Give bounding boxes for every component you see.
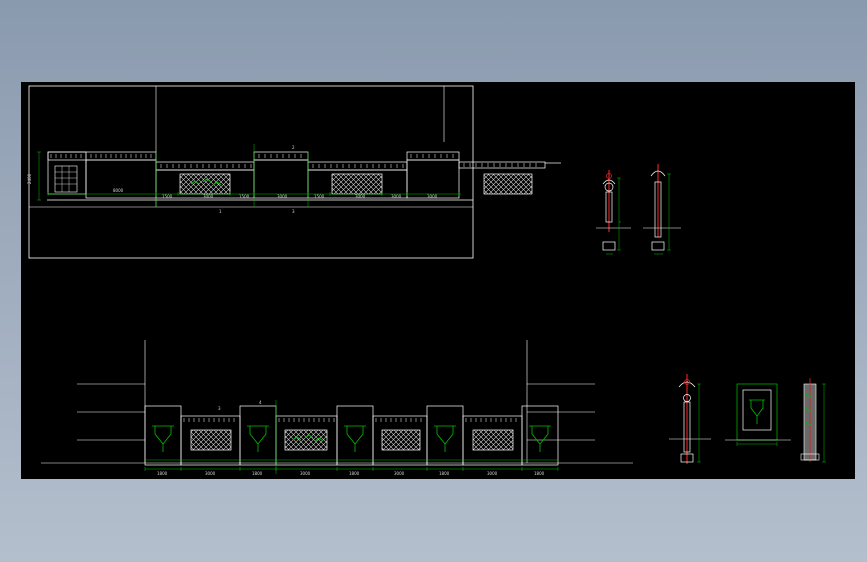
axis-mark: 1 — [219, 209, 222, 214]
dim-label: 3000 — [205, 471, 216, 476]
pier-detail — [725, 383, 791, 446]
dim-label: 2400 — [27, 173, 32, 184]
top-lattice-panels — [179, 173, 533, 195]
dim-label: 3000 — [355, 194, 366, 199]
top-frame — [28, 85, 474, 259]
top-crest-ticks — [50, 154, 537, 168]
dim-label: 3000 — [427, 194, 438, 199]
lamp-post-b — [643, 164, 681, 255]
dim-label: 3000 — [203, 194, 214, 199]
axis-mark: 2 — [292, 145, 295, 150]
drawing-canvas[interactable]: 8000 1500 3000 1500 3000 1500 3000 3000 … — [21, 82, 855, 479]
lamp-post-a — [596, 170, 631, 255]
dim-label: 3000 — [487, 471, 498, 476]
dim-label: 1800 — [439, 471, 450, 476]
dim-label: 1800 — [349, 471, 360, 476]
lamp-post-c — [669, 374, 711, 464]
top-gate-block — [47, 151, 87, 195]
dim-label: 3000 — [394, 471, 405, 476]
bottom-dimension-labels: 1800 3000 1800 3000 1800 3000 1800 3000 … — [157, 400, 545, 476]
dim-label: 3000 — [391, 194, 402, 199]
bottom-crest-ticks — [183, 418, 517, 422]
dim-label: 3000 — [277, 194, 288, 199]
dim-label: 1800 — [534, 471, 545, 476]
dim-label: 3000 — [300, 471, 311, 476]
top-dimensions — [37, 144, 461, 207]
dim-label: 8000 — [113, 188, 124, 193]
dim-label: 1500 — [162, 194, 173, 199]
bottom-lattice-panels — [190, 429, 514, 451]
dim-label: 1500 — [239, 194, 250, 199]
dim-label: 1800 — [157, 471, 168, 476]
axis-mark: 3 — [292, 209, 295, 214]
bottom-elevation: 1800 3000 1800 3000 1800 3000 1800 3000 … — [41, 340, 633, 476]
pier-ornaments — [152, 425, 551, 452]
axis-mark: 3 — [218, 406, 221, 411]
bottom-wall-bays — [180, 415, 523, 466]
dim-label: 1500 — [314, 194, 325, 199]
top-elevation: 8000 1500 3000 1500 3000 1500 3000 3000 … — [27, 85, 561, 259]
axis-mark: 4 — [259, 400, 262, 405]
dim-label: 1800 — [252, 471, 263, 476]
top-dimension-labels: 8000 1500 3000 1500 3000 1500 3000 3000 … — [27, 145, 438, 214]
bottom-dimensions — [144, 400, 559, 474]
column-section — [800, 378, 826, 463]
cad-drawing: 8000 1500 3000 1500 3000 1500 3000 3000 … — [27, 85, 826, 476]
